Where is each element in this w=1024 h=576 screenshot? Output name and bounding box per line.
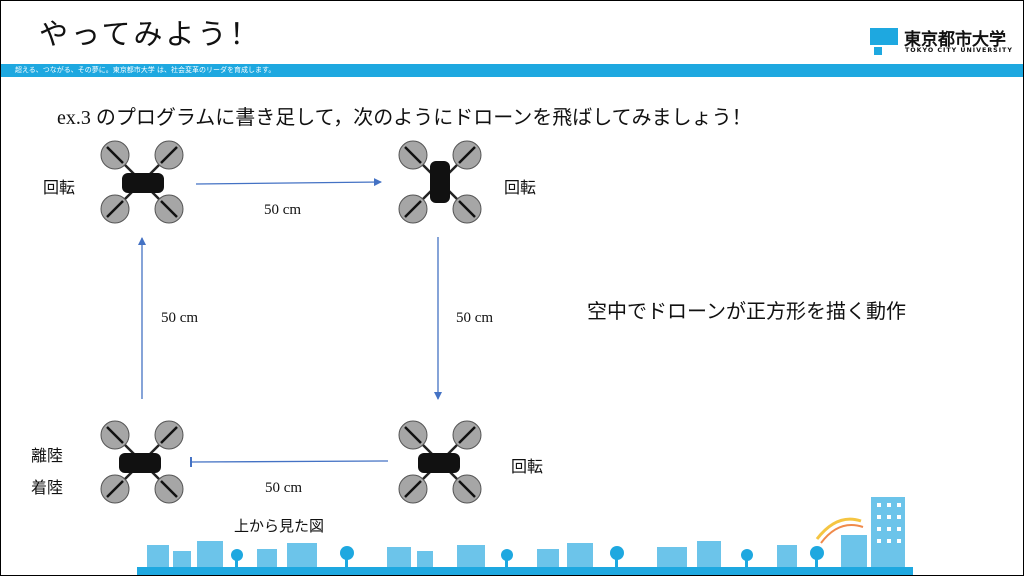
distance-right: 50 cm bbox=[456, 310, 494, 326]
arrow-top bbox=[195, 178, 382, 187]
drone-icon bbox=[100, 140, 184, 224]
distance-bottom: 50 cm bbox=[265, 480, 303, 496]
drone-icon bbox=[398, 420, 482, 504]
description-text: 空中でドローンが正方形を描く動作 bbox=[587, 299, 906, 323]
drone-icon bbox=[398, 140, 482, 224]
label-rotate-bottom-right: 回転 bbox=[511, 457, 544, 476]
tagline-text: 超える、つながる、その夢に。東京都市大学 は、社会変革のリーダを育成します。 bbox=[15, 66, 276, 74]
label-takeoff: 離陸 bbox=[31, 446, 64, 465]
distance-top: 50 cm bbox=[264, 202, 302, 218]
city-skyline-icon bbox=[137, 497, 913, 575]
distance-left: 50 cm bbox=[161, 310, 199, 326]
slide-title: やってみよう！ bbox=[39, 17, 262, 51]
university-logo-mark bbox=[870, 28, 898, 45]
university-logo-name: 東京都市大学 bbox=[904, 30, 1006, 50]
tagline-bar bbox=[1, 64, 1023, 77]
arrow-bottom bbox=[189, 456, 389, 468]
label-landing: 着陸 bbox=[31, 478, 64, 497]
label-rotate-top-left: 回転 bbox=[43, 178, 76, 197]
university-logo-mark-small bbox=[874, 47, 882, 55]
caption-top-view: 上から見た図 bbox=[234, 517, 325, 535]
instruction-text: ex.3 のプログラムに書き足して，次のようにドローンを飛ばしてみましょう！ bbox=[57, 107, 752, 129]
drone-icon bbox=[100, 420, 184, 504]
university-logo-english: TOKYO CITY UNIVERSITY bbox=[905, 47, 1013, 54]
label-rotate-top-right: 回転 bbox=[504, 178, 537, 197]
